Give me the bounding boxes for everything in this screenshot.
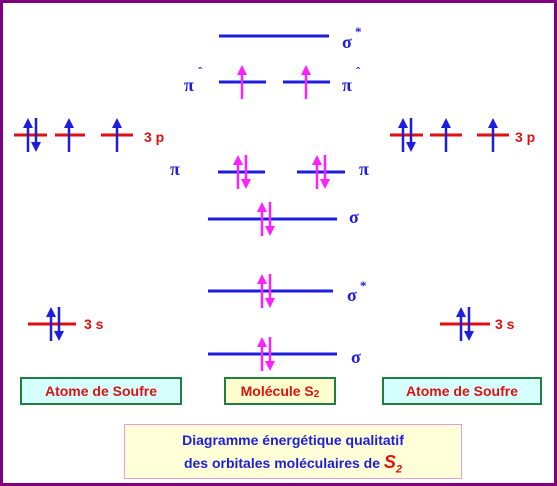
caption-symbol-letter: S [383,452,396,472]
caption-symbol: S2 [383,452,402,476]
electron-sigma-s-up [257,337,267,371]
molecule-subscript: 2 [313,388,320,400]
label-sigma-p: σ [349,207,359,227]
mark-pi-star-left: ˆ [198,64,203,79]
label-sigma-star-p: σ [342,32,352,52]
orbital-diagram [14,34,509,371]
electron-right-3p-2 [441,118,451,152]
electron-left-3p-3 [112,118,122,152]
electron-right-3s-up [456,307,466,341]
label-3s-right: 3 s [495,316,515,332]
caption-line-2: des orbitales moléculaires de S2 [125,451,461,481]
caption-line-2-text: des orbitales moléculaires de [183,455,384,471]
label-sigma-star-s: σ [347,285,357,305]
electron-left-3s-up [46,307,56,341]
label-3p-left: 3 p [144,129,165,145]
electron-pi-1-up [233,155,243,189]
electron-pi-2-down [320,155,330,189]
electron-sigma-star-s-down [265,274,275,308]
caption-line-1: Diagramme énergétique qualitatif [182,432,404,448]
electron-left-3p-1-down [31,118,41,152]
mark-pi-star-right: ˆ [356,64,361,79]
electron-sigma-p-down [265,202,275,236]
label-3p-right: 3 p [515,129,536,145]
caption-box: Diagramme énergétique qualitatif des orb… [124,424,462,479]
electron-pi-star-2 [301,65,311,99]
electron-sigma-s-down [265,337,275,371]
electron-sigma-star-s-up [257,274,267,308]
electron-pi-2-up [312,155,322,189]
label-pi-star-right: π [342,75,352,95]
label-pi-left: π [170,159,180,179]
electron-left-3p-1-up [23,118,33,152]
right-atom-label: Atome de Soufre [405,383,518,399]
electron-left-3p-2 [64,118,74,152]
electron-left-3s-down [54,307,64,341]
molecule-label: Molécule S [240,383,314,399]
electron-right-3p-1-up [398,118,408,152]
mark-sigma-star-s: * [360,278,367,293]
electron-right-3s-down [464,307,474,341]
electron-sigma-p-up [257,202,267,236]
caption-symbol-subscript: 2 [395,463,403,476]
right-atom-box: Atome de Soufre [382,377,542,405]
electron-pi-star-1 [237,65,247,99]
left-atom-label: Atome de Soufre [44,383,157,399]
label-sigma-s: σ [351,347,361,367]
label-pi-star-left: π [184,75,194,95]
label-pi-right: π [359,159,369,179]
electron-right-3p-3 [488,118,498,152]
electron-right-3p-1-down [406,118,416,152]
electron-pi-1-down [241,155,251,189]
label-3s-left: 3 s [84,316,104,332]
left-atom-box: Atome de Soufre [20,377,182,405]
mark-sigma-star-p: * [355,24,362,39]
